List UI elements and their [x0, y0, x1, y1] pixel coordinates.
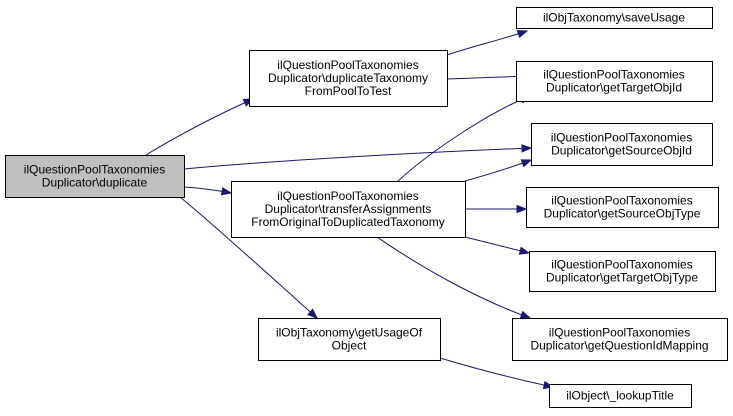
- edges-layer: [145, 29, 555, 390]
- node-label-line: Object: [332, 339, 367, 353]
- node-label-line: Duplicator\getQuestionIdMapping: [530, 339, 708, 353]
- node-label-line: ilObjTaxonomy\saveUsage: [543, 11, 685, 25]
- node-label-line: ilQuestionPoolTaxonomies: [277, 58, 418, 72]
- arrowhead-icon: [516, 204, 528, 214]
- edge-n2-to-n7: [465, 204, 528, 214]
- node-box: [516, 61, 713, 102]
- node-label-line: Duplicator\getSourceObjId: [551, 144, 692, 158]
- nodes-layer: ilQuestionPoolTaxonomiesDuplicator\dupli…: [5, 7, 728, 408]
- edge-n2-to-n8: [464, 236, 531, 255]
- node-n6[interactable]: ilQuestionPoolTaxonomiesDuplicator\getSo…: [531, 123, 713, 166]
- edge-n0-to-n1: [145, 98, 255, 156]
- edge-line: [464, 159, 532, 182]
- arrowhead-icon: [516, 29, 529, 39]
- edge-line: [183, 147, 532, 170]
- node-box: [529, 251, 716, 292]
- node-box: [231, 181, 466, 238]
- node-box: [531, 123, 713, 166]
- edge-n2-to-n9: [376, 236, 532, 319]
- node-label-line: Duplicator\getSourceObjType: [544, 207, 701, 221]
- node-n9[interactable]: ilQuestionPoolTaxonomiesDuplicator\getQu…: [512, 318, 728, 361]
- node-box: [512, 318, 728, 361]
- root-node-box: [5, 155, 185, 198]
- node-label-line: Duplicator\getTargetObjType: [546, 271, 698, 285]
- arrowhead-icon: [220, 187, 233, 196]
- node-n7[interactable]: ilQuestionPoolTaxonomiesDuplicator\getSo…: [526, 187, 719, 228]
- edge-line: [397, 95, 531, 182]
- arrowhead-icon: [307, 308, 319, 319]
- node-label-line: ilQuestionPoolTaxonomies: [551, 131, 692, 145]
- node-label-line: ilQuestionPoolTaxonomies: [277, 189, 418, 203]
- edge-n0-to-n3: [179, 196, 319, 319]
- edge-line: [439, 357, 554, 388]
- node-box: [526, 187, 719, 228]
- node-n4[interactable]: ilObjTaxonomy\saveUsage: [516, 7, 713, 29]
- arrowhead-icon: [519, 310, 532, 319]
- node-box: [249, 50, 448, 107]
- node-label-line: Duplicator\duplicate: [42, 176, 148, 190]
- edge-n0-to-n6: [183, 144, 533, 170]
- node-label-line: FromOriginalToDuplicatedTaxonomy: [251, 215, 444, 229]
- node-n2[interactable]: ilQuestionPoolTaxonomiesDuplicator\trans…: [231, 181, 466, 238]
- node-label-line: Duplicator\transferAssignments: [265, 202, 432, 216]
- node-n0[interactable]: ilQuestionPoolTaxonomiesDuplicator\dupli…: [5, 155, 185, 198]
- node-label-line: FromPoolToTest: [305, 84, 392, 98]
- node-box: [516, 7, 713, 29]
- edge-line: [464, 236, 530, 254]
- node-n1[interactable]: ilQuestionPoolTaxonomiesDuplicator\dupli…: [249, 50, 448, 107]
- edge-line: [446, 30, 528, 56]
- node-label-line: Duplicator\duplicateTaxonomy: [268, 71, 428, 85]
- node-n10[interactable]: ilObject\_lookupTitle: [549, 384, 692, 408]
- arrowhead-icon: [520, 159, 533, 168]
- node-label-line: ilQuestionPoolTaxonomies: [543, 68, 684, 82]
- node-box: [549, 384, 692, 408]
- edge-n3-to-n10: [439, 357, 555, 390]
- arrowhead-icon: [518, 246, 531, 255]
- node-label-line: ilObject\_lookupTitle: [566, 389, 674, 403]
- node-label-line: ilQuestionPoolTaxonomies: [549, 326, 690, 340]
- edge-line: [145, 98, 254, 156]
- edge-n0-to-n2: [183, 186, 233, 196]
- edge-n1-to-n4: [446, 29, 529, 56]
- node-label-line: ilQuestionPoolTaxonomies: [551, 258, 692, 272]
- edge-n2-to-n6: [464, 159, 533, 182]
- node-box: [258, 318, 441, 361]
- node-n5[interactable]: ilQuestionPoolTaxonomiesDuplicator\getTa…: [516, 61, 713, 102]
- edge-line: [179, 196, 318, 319]
- node-label-line: ilQuestionPoolTaxonomies: [551, 194, 692, 208]
- arrowhead-icon: [521, 144, 533, 153]
- edge-line: [376, 236, 531, 319]
- edge-n2-to-n5: [397, 95, 532, 182]
- node-n8[interactable]: ilQuestionPoolTaxonomiesDuplicator\getTa…: [529, 251, 716, 292]
- node-label-line: ilObjTaxonomy\getUsageOf: [276, 326, 423, 340]
- node-label-line: Duplicator\getTargetObjId: [546, 81, 682, 95]
- node-label-line: ilQuestionPoolTaxonomies: [24, 163, 165, 177]
